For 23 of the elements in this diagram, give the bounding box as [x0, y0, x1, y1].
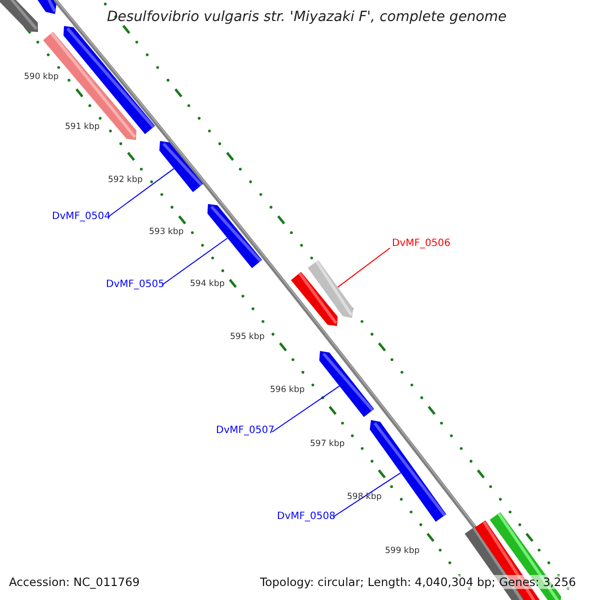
gene-label: DvMF_0506	[392, 238, 450, 249]
gene-label: DvMF_0505	[106, 279, 164, 290]
leader-line	[332, 472, 402, 518]
leader-line	[108, 168, 174, 218]
gene-block	[319, 351, 374, 418]
title: Desulfovibrio vulgaris str. 'Miyazaki F', complete genome	[107, 9, 507, 25]
genome-summary-text: Topology: circular; Length: 4,040,304 bp; Genes: 3,256	[260, 575, 576, 589]
scale-label: 597 kbp	[310, 439, 345, 449]
scale-label: 595 kbp	[230, 332, 265, 342]
gene-label: DvMF_0504	[52, 211, 110, 222]
scale-label: 593 kbp	[149, 227, 184, 237]
scale-label: 591 kbp	[65, 122, 100, 132]
accession-text: Accession: NC_011769	[9, 575, 140, 589]
leader-line	[162, 238, 228, 286]
scale-label: 590 kbp	[24, 72, 59, 82]
gene-block	[308, 260, 354, 318]
gene-block	[207, 204, 262, 268]
gene-block	[159, 141, 204, 192]
gene-label: DvMF_0508	[277, 511, 336, 522]
gene-label: DvMF_0507	[216, 425, 274, 436]
scale-label: 598 kbp	[347, 492, 382, 502]
leader-line	[272, 386, 340, 432]
leader-line	[337, 248, 390, 288]
